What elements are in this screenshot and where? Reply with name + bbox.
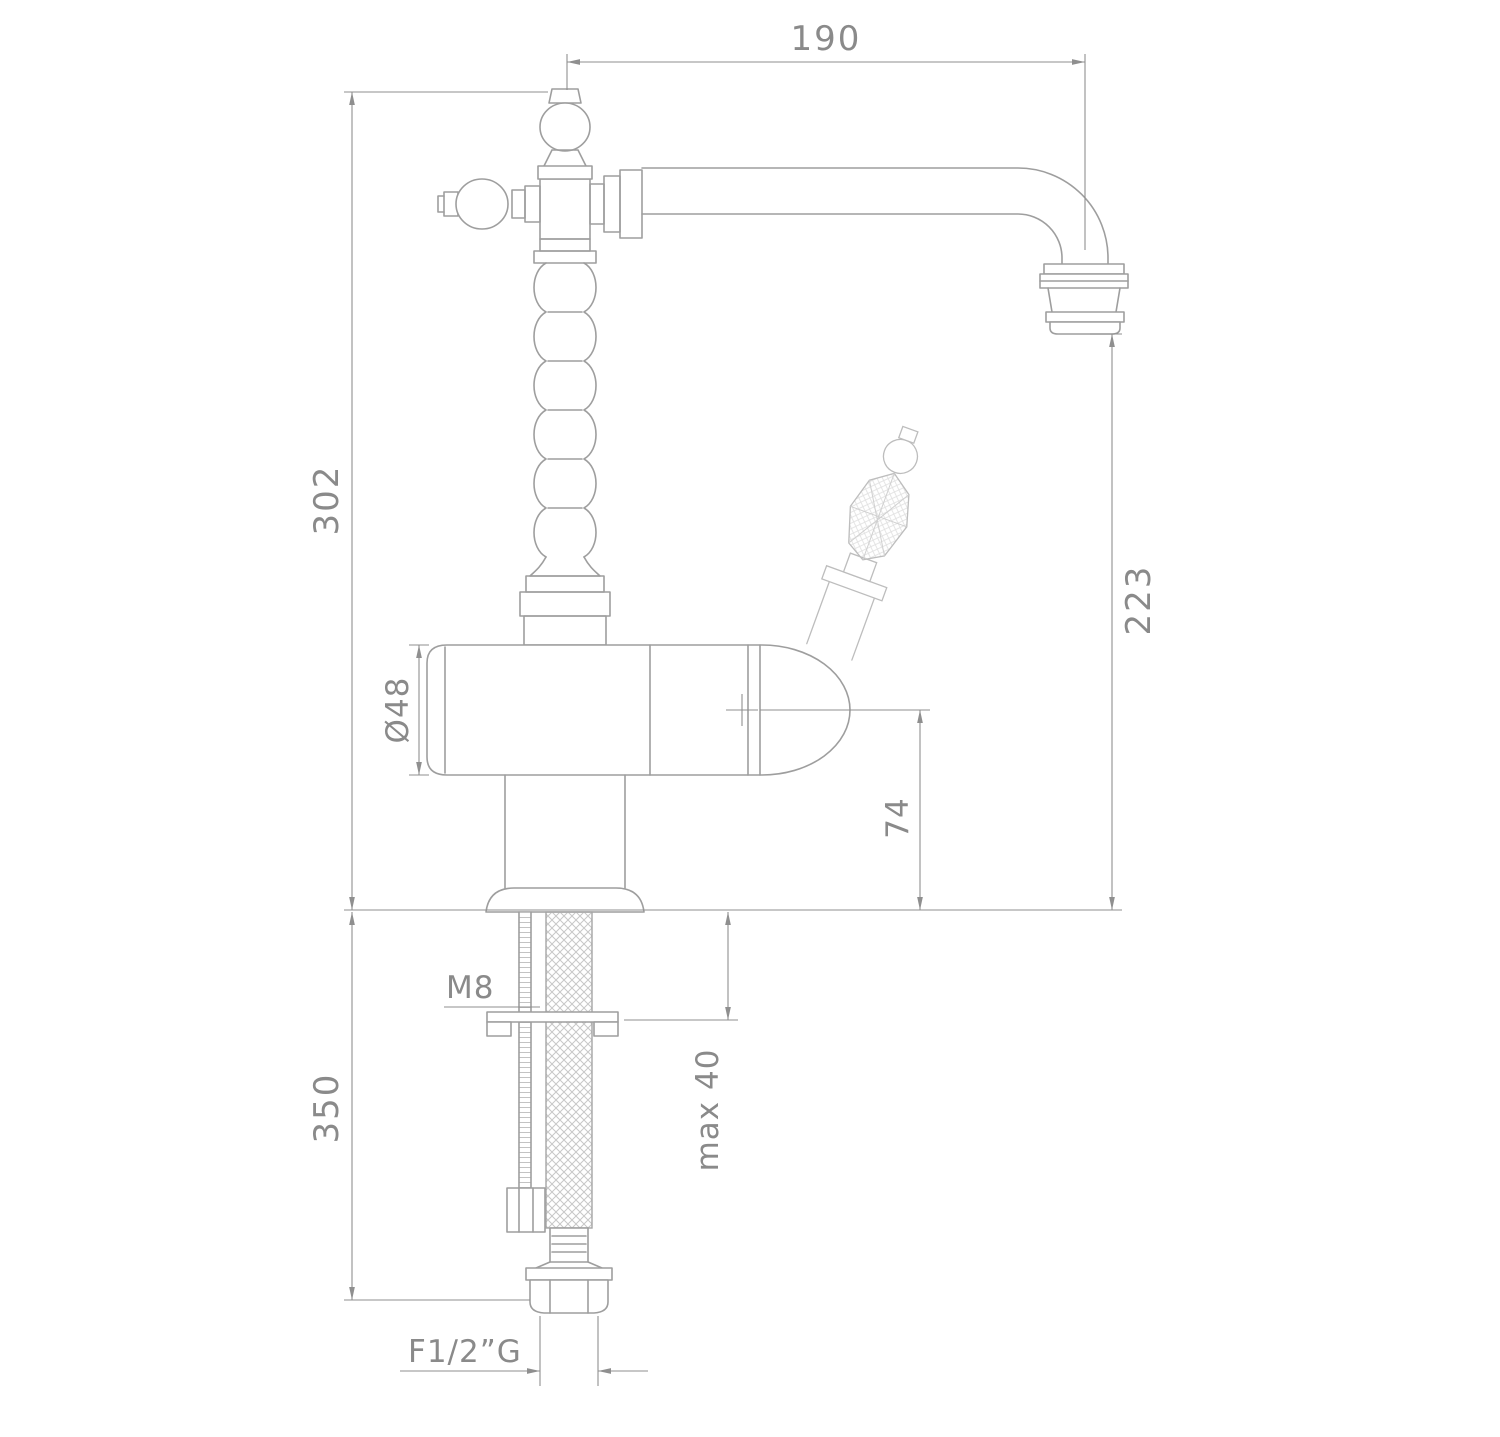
dim-label-body-height: 302 — [307, 465, 347, 536]
threaded-stud — [506, 911, 546, 1233]
mixer-body — [426, 644, 851, 776]
spout-column — [519, 169, 643, 646]
knob-ball — [882, 438, 919, 475]
knob-cap — [897, 425, 919, 445]
base-flange — [485, 774, 645, 913]
handle-axis-center-mark — [726, 694, 758, 726]
dim-label-handle-axis-height: 74 — [880, 797, 916, 838]
supply-hose — [535, 911, 603, 1269]
spout-finial — [537, 88, 593, 180]
dim-hose-length: 350 — [307, 911, 530, 1301]
dim-label-spout-reach: 190 — [791, 19, 862, 59]
dim-spout-reach: 190 — [566, 19, 1086, 250]
dim-handle-axis-height: 74 — [760, 709, 930, 911]
mounting-washer — [486, 1011, 619, 1037]
dim-label-spout-outlet-height: 223 — [1119, 565, 1159, 636]
dim-max-mounting-thickness: max 40 — [624, 911, 738, 1172]
hose-nut — [525, 1267, 613, 1314]
dim-label-inlet-thread: F1/2”G — [408, 1334, 522, 1370]
dim-spout-outlet-height: 223 — [1090, 333, 1159, 911]
lever-handle — [806, 425, 919, 661]
label-stud-thread: M8 — [444, 970, 540, 1008]
dim-label-body-diameter: Ø48 — [380, 677, 416, 744]
spout-outlet — [1039, 263, 1129, 335]
dim-inlet-thread: F1/2”G — [400, 1316, 648, 1386]
dim-label-stud-thread: M8 — [446, 970, 494, 1006]
dim-body-height: 302 — [307, 91, 548, 911]
spout-arm — [641, 167, 1109, 265]
dim-label-max-mounting-thickness: max 40 — [690, 1049, 726, 1172]
dim-label-hose-length: 350 — [307, 1073, 347, 1144]
side-ornament — [437, 178, 541, 230]
dim-body-diameter: Ø48 — [380, 644, 429, 776]
